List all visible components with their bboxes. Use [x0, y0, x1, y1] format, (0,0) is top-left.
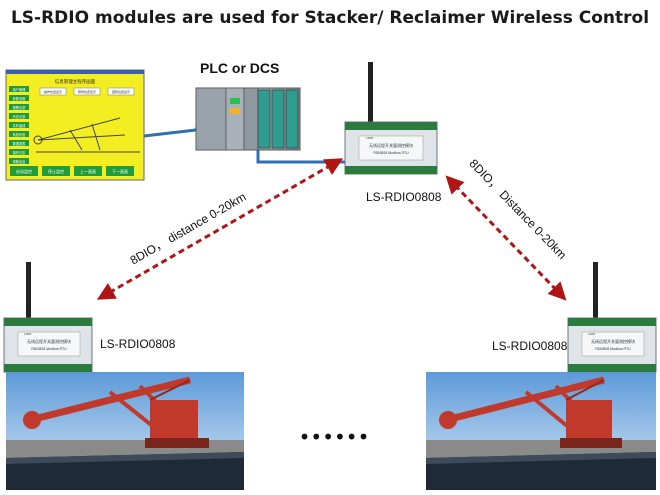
- hmi-bottom-buttons-label: 下一画面: [112, 169, 128, 174]
- module-panel-brand: LSRT: [24, 332, 32, 336]
- module-panel-title: 无线远程开关量测控模块: [27, 338, 71, 344]
- wireless-link-right-arrow: [445, 175, 567, 301]
- module-panel-brand: LSRT: [588, 332, 596, 336]
- module-left: LSRT 无线远程开关量测控模块 RDI0808 Modbus RTU: [3, 262, 93, 373]
- hmi-screen: 信息管理主程序画面 用户管理参数设置报警记录历史记录实时曲线系统状态数据报表操作…: [5, 69, 145, 181]
- hmi-field: [107, 87, 135, 96]
- hmi-left-menu-label: 数据报表: [13, 141, 27, 146]
- hmi-menu-button: [9, 149, 29, 155]
- hmi-menu-button: [9, 95, 29, 101]
- page-title: LS-RDIO modules are used for Stacker/ Re…: [10, 8, 650, 28]
- hmi-title: 信息管理主程序画面: [55, 78, 96, 85]
- hmi-left-menu-label: 帮助信息: [13, 159, 26, 164]
- hmi-top-fields-label: 操作位置显示: [44, 89, 62, 94]
- hmi-bottom-buttons-label: 启动监控: [16, 168, 32, 174]
- hmi-top-fields-label: 俯仰位置显示: [78, 89, 96, 94]
- module-panel-title: 无线远程开关量测控模块: [591, 338, 635, 344]
- hmi-left-menu-label: 系统状态: [13, 132, 27, 137]
- module-panel-brand: LSRT: [366, 136, 374, 140]
- hmi-left-menu-label: 实时曲线: [13, 123, 27, 128]
- module-panel-title: 无线远程开关量测控模块: [369, 142, 413, 148]
- module-panel-model: RDI0808 Modbus RTU: [31, 347, 67, 351]
- hmi-field: [73, 87, 101, 96]
- module-right: LSRT 无线远程开关量测控模块 RDI0808 Modbus RTU: [567, 262, 657, 373]
- stacker-photo-left: [6, 372, 244, 490]
- hmi-menu-button: [9, 140, 29, 146]
- hmi-left-menu-label: 操作日志: [13, 150, 27, 155]
- module-label-center: LS-RDIO0808: [366, 190, 442, 204]
- antenna-icon: [368, 62, 373, 128]
- hmi-left-menu-label: 用户管理: [13, 87, 27, 92]
- module-center: LSRT 无线远程开关量测控模块 RDI0808 Modbus RTU: [344, 62, 438, 175]
- hmi-menu-button: [9, 113, 29, 119]
- hmi-machine-sketch: [33, 117, 140, 153]
- hmi-bottom-buttons-label: 上一画面: [80, 168, 96, 174]
- hmi-bottom-buttons-label: 停止监控: [48, 168, 64, 174]
- antenna-icon: [26, 262, 31, 326]
- hmi-menu-button: [9, 104, 29, 110]
- plc-rack: [195, 87, 301, 151]
- hmi-top-fields: 操作位置显示 俯仰位置显示 回转位置显示: [39, 87, 135, 96]
- wireless-link-left-arrow: [96, 158, 344, 300]
- hmi-menu-button: [9, 86, 29, 92]
- hmi-left-menu-label: 参数设置: [13, 96, 26, 101]
- antenna-icon: [593, 262, 598, 326]
- hmi-button: [10, 166, 38, 176]
- module-label-left: LS-RDIO0808: [100, 337, 176, 351]
- hmi-left-menu-label: 历史记录: [13, 114, 27, 119]
- hmi-menu-button: [9, 131, 29, 137]
- hmi-field: [39, 87, 67, 96]
- plc-label: PLC or DCS: [200, 60, 280, 76]
- link-label-right: 8DIO， Distance 0-20km: [467, 156, 570, 262]
- ellipsis: ••••••: [299, 425, 370, 449]
- hmi-menu-button: [9, 158, 29, 164]
- stacker-photo-right: [426, 372, 656, 490]
- hmi-left-menu-label: 报警记录: [13, 105, 27, 110]
- hmi-menu-button: [9, 122, 29, 128]
- hmi-top-fields-label: 回转位置显示: [112, 89, 130, 94]
- hmi-button: [42, 166, 70, 176]
- module-panel-model: RDI0808 Modbus RTU: [373, 151, 409, 155]
- link-label-left: 8DIO， distance 0-20km: [128, 190, 249, 268]
- module-panel-model: RDI0808 Modbus RTU: [595, 347, 631, 351]
- module-label-right: LS-RDIO0808: [492, 339, 568, 353]
- hmi-button: [74, 166, 102, 176]
